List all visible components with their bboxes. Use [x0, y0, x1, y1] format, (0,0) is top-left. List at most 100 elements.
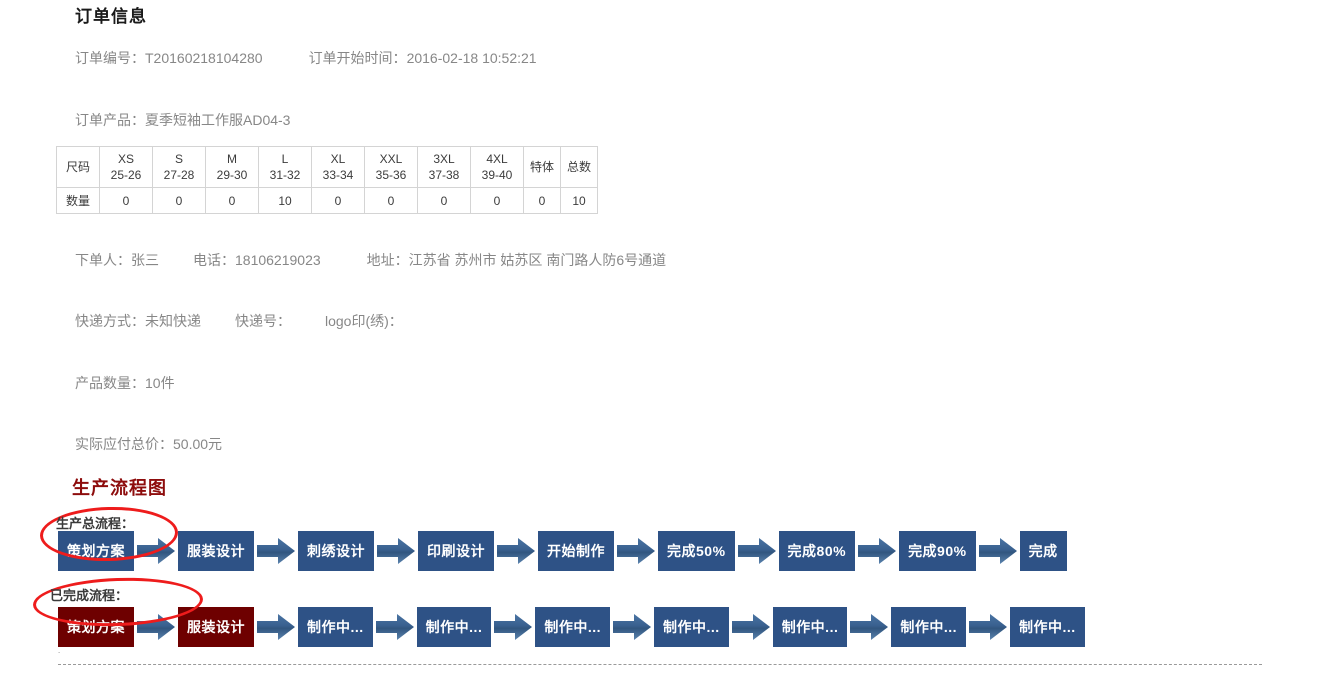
- qty-3xl: 0: [417, 187, 471, 215]
- qty-row-header: 数量: [56, 187, 100, 215]
- size-range: 31-32: [269, 168, 301, 183]
- flow-step-box[interactable]: 制作中...: [891, 607, 967, 647]
- total-flow-label: 生产总流程：: [56, 516, 135, 531]
- qty-special: 0: [523, 187, 561, 215]
- express-number-label: 快递号：: [235, 313, 291, 329]
- size-range: 29-30: [216, 168, 248, 183]
- size-col-l: L 31-32: [258, 145, 312, 189]
- order-start-time-value: 2016-02-18 10:52:21: [406, 50, 537, 66]
- express-method-label: 快递方式：: [75, 313, 145, 329]
- order-product-row: 订单产品：夏季短袖工作服AD04-3: [75, 110, 290, 130]
- size-range: 25-26: [110, 168, 142, 183]
- flow-step-box[interactable]: 制作中...: [416, 607, 492, 647]
- flow-step-label: 策划方案: [67, 619, 125, 635]
- flow-step-box[interactable]: 制作中...: [772, 607, 848, 647]
- flow-arrow-icon: [614, 531, 658, 571]
- flow-step-label: 策划方案: [67, 543, 125, 559]
- flow-step-box[interactable]: 完成90%: [899, 531, 976, 571]
- stray-mark: ˙: [58, 651, 61, 661]
- flow-step-label: 制作中...: [663, 619, 720, 635]
- completed-flow-row: 策划方案 服装设计 制作中... 制作中... 制作中... 制作中... 制作中... 制作…: [58, 607, 1085, 647]
- flow-step-box[interactable]: 制作中...: [1010, 607, 1085, 647]
- flow-arrow-icon: [134, 607, 178, 647]
- qty-4xl: 0: [470, 187, 524, 215]
- logo-print-label: logo印(绣)：: [325, 313, 403, 329]
- order-number-value: T20160218104280: [145, 50, 263, 66]
- qty-m: 0: [205, 187, 259, 215]
- qty-s: 0: [152, 187, 206, 215]
- size-name: S: [174, 152, 183, 166]
- flow-step-box[interactable]: 制作中...: [535, 607, 611, 647]
- flow-step-box[interactable]: 完成: [1019, 531, 1067, 571]
- express-method-value: 未知快递: [145, 313, 201, 329]
- total-price-value: 50.00元: [173, 436, 223, 452]
- total-price-label: 实际应付总价：: [75, 436, 173, 452]
- customer-address-label: 地址：: [366, 252, 409, 268]
- flow-arrow-icon: [134, 531, 178, 571]
- flow-step-box[interactable]: 服装设计: [178, 607, 254, 647]
- qty-xl: 0: [311, 187, 365, 215]
- flow-step-label: 制作中...: [1019, 619, 1076, 635]
- flow-step-label: 服装设计: [187, 619, 245, 635]
- size-col-xl: XL 33-34: [311, 145, 365, 189]
- flow-step-box[interactable]: 策划方案: [58, 607, 134, 647]
- flow-step-label: 完成90%: [908, 543, 967, 559]
- size-name: XL: [330, 152, 346, 166]
- flow-step-box[interactable]: 策划方案: [58, 531, 134, 571]
- flow-step-label: 印刷设计: [427, 543, 485, 559]
- total-flow-row: 策划方案 服装设计 刺绣设计 印刷设计 开始制作 完成50% 完成80% 完成90% 完成: [58, 531, 1067, 571]
- qty-xxl: 0: [364, 187, 418, 215]
- flow-step-box[interactable]: 制作中...: [298, 607, 373, 647]
- flow-arrow-icon: [729, 607, 773, 647]
- size-name: M: [227, 152, 237, 166]
- customer-name-value: 张三: [131, 252, 159, 268]
- size-range: 33-34: [322, 168, 354, 183]
- size-col-m: M 29-30: [205, 145, 259, 189]
- section-divider: [58, 664, 1262, 665]
- size-col-4xl: 4XL 39-40: [470, 145, 524, 189]
- flow-step-box[interactable]: 印刷设计: [418, 531, 494, 571]
- flow-step-box[interactable]: 完成50%: [658, 531, 735, 571]
- flow-step-label: 完成80%: [787, 543, 847, 559]
- flow-step-box[interactable]: 刺绣设计: [298, 531, 374, 571]
- product-quantity-label: 产品数量：: [75, 375, 145, 391]
- flow-step-box[interactable]: 完成80%: [778, 531, 856, 571]
- flow-step-label: 制作中...: [307, 619, 364, 635]
- production-flow-title: 生产流程图: [72, 478, 167, 498]
- size-name: 3XL: [433, 152, 455, 166]
- total-price-row: 实际应付总价：50.00元: [75, 434, 222, 454]
- size-quantity-table: 尺码 XS 25-26 S 27-28 M 29-30 L 31-32: [56, 145, 598, 215]
- customer-phone-label: 电话：: [193, 252, 235, 268]
- size-name: L: [281, 152, 289, 166]
- order-start-time-label: 订单开始时间：: [308, 50, 407, 66]
- product-quantity-row: 产品数量：10件: [75, 373, 175, 393]
- order-info-title: 订单信息: [75, 7, 147, 26]
- flow-arrow-icon: [735, 531, 779, 571]
- order-product-value: 夏季短袖工作服AD04-3: [145, 112, 291, 128]
- size-col-total: 总数: [560, 145, 598, 189]
- qty-total: 10: [560, 187, 598, 215]
- flow-arrow-icon: [966, 607, 1010, 647]
- customer-address-value: 江苏省 苏州市 姑苏区 南门路人防6号通道: [408, 252, 667, 268]
- completed-flow-label: 已完成流程：: [50, 588, 129, 603]
- flow-arrow-icon: [610, 607, 654, 647]
- flow-arrow-icon: [494, 531, 538, 571]
- flow-step-box[interactable]: 开始制作: [538, 531, 614, 571]
- flow-step-box[interactable]: 服装设计: [178, 531, 254, 571]
- flow-arrow-icon: [855, 531, 899, 571]
- flow-step-label: 制作中...: [425, 619, 483, 635]
- flow-arrow-icon: [374, 531, 418, 571]
- flow-step-label: 制作中...: [900, 619, 958, 635]
- flow-step-label: 制作中...: [781, 619, 839, 635]
- table-row-quantities: 数量 0 0 0 10 0 0 0 0 0 10: [56, 187, 598, 215]
- size-col-xs: XS 25-26: [99, 145, 153, 189]
- flow-step-label: 服装设计: [187, 543, 245, 559]
- flow-arrow-icon: [491, 607, 535, 647]
- order-product-label: 订单产品：: [75, 112, 145, 128]
- flow-step-label: 完成50%: [667, 543, 726, 559]
- flow-step-box[interactable]: 制作中...: [654, 607, 729, 647]
- qty-l: 10: [258, 187, 312, 215]
- flow-arrow-icon: [254, 607, 298, 647]
- flow-arrow-icon: [254, 531, 298, 571]
